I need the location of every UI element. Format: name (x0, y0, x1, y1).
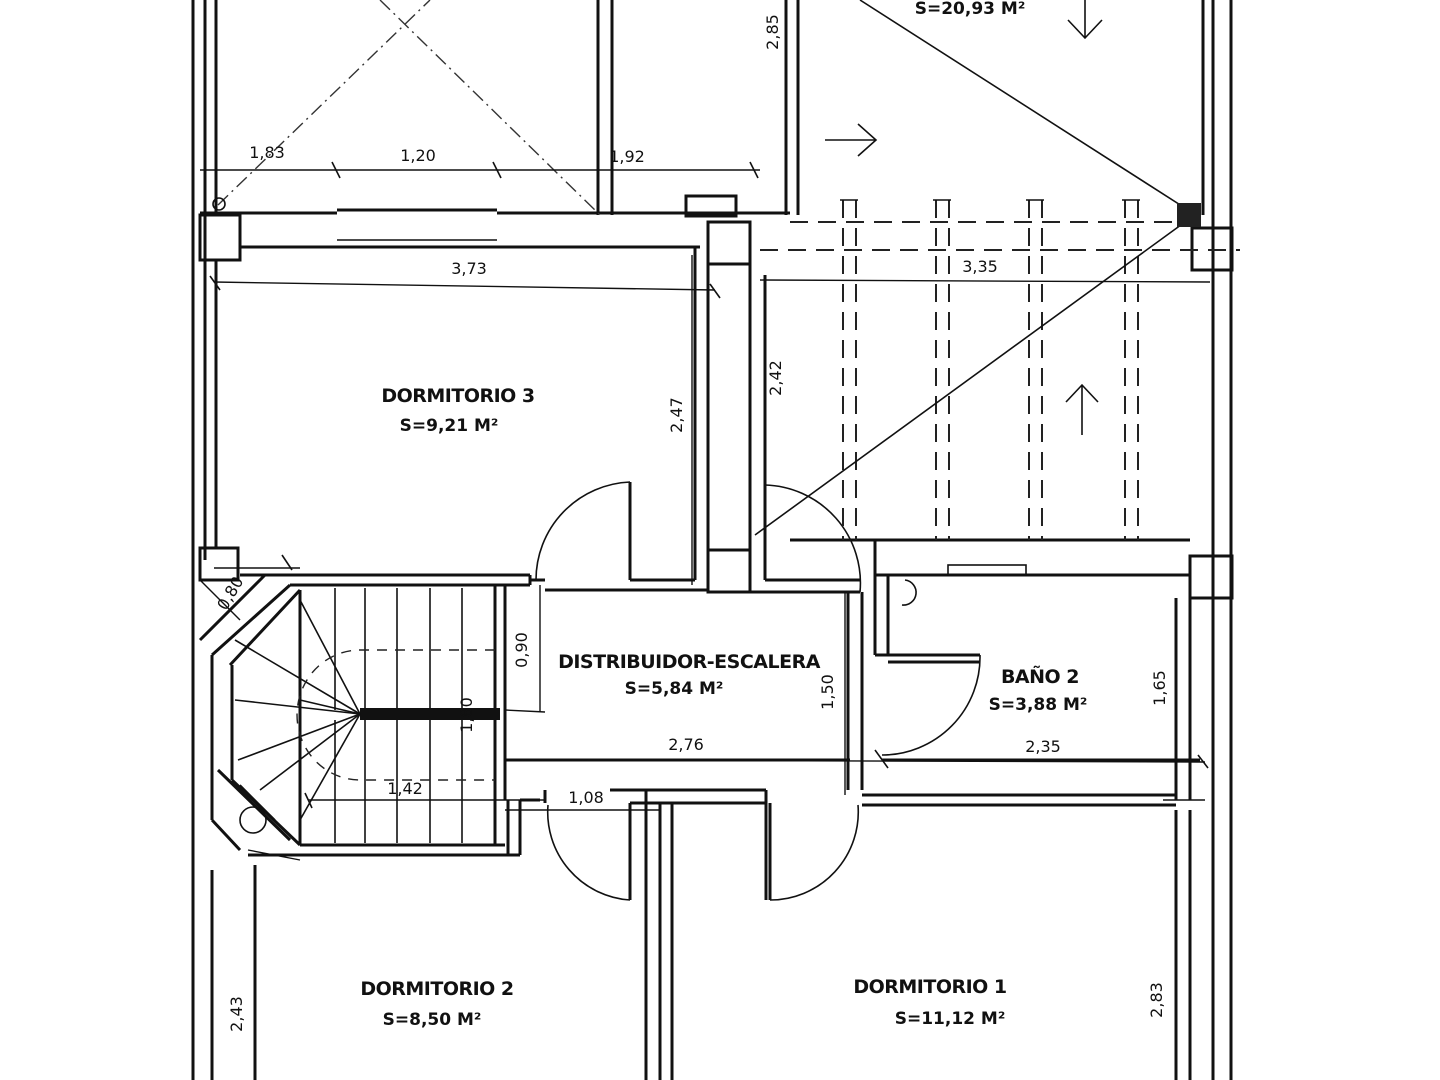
dim-0-90: 0,90 (512, 632, 531, 668)
bano2-name-label: BAÑO 2 (1001, 664, 1079, 688)
dormitorio3-name-label: DORMITORIO 3 (381, 385, 534, 407)
dim-1-08: 1,08 (568, 788, 604, 807)
dim-2-35: 2,35 (1025, 737, 1061, 756)
dim-1-20: 1,20 (400, 146, 436, 165)
dim-1-50: 1,50 (818, 674, 837, 710)
doors (535, 481, 981, 901)
dimension-lines (199, 161, 1209, 861)
dim-2-47: 2,47 (667, 397, 686, 433)
dormitorio1-area-label: S=11,12 M² (895, 1009, 1006, 1029)
dim-1-80: 1,80 (457, 697, 476, 733)
dim-2-42: 2,42 (766, 360, 785, 396)
bano2-area-label: S=3,88 M² (989, 695, 1088, 715)
dormitorio2-name-label: DORMITORIO 2 (360, 978, 513, 1000)
dormitorio2-area-label: S=8,50 M² (383, 1010, 482, 1030)
terrace-area-label: S=20,93 M² (915, 0, 1026, 19)
terrace-pergola (212, 0, 1240, 540)
dim-1-83: 1,83 (249, 143, 285, 162)
dim-2-43: 2,43 (227, 996, 246, 1032)
dim-3-35: 3,35 (962, 257, 998, 276)
dim-1-92: 1,92 (609, 147, 645, 166)
dim-1-42: 1,42 (387, 779, 423, 798)
dim-1-65: 1,65 (1150, 670, 1169, 706)
dim-3-73: 3,73 (451, 259, 487, 278)
dormitorio3-area-label: S=9,21 M² (400, 416, 499, 436)
walls (191, 0, 1234, 1080)
dim-2-76: 2,76 (668, 735, 704, 754)
dimension-labels: 1,83 1,20 1,92 2,85 3,73 3,35 2,47 2,42 … (213, 14, 1169, 1032)
room-labels: S=20,93 M² DORMITORIO 3 S=9,21 M² DISTRI… (360, 0, 1087, 1030)
dormitorio1-name-label: DORMITORIO 1 (853, 976, 1006, 998)
dim-2-85: 2,85 (763, 14, 782, 50)
dim-2-83: 2,83 (1147, 982, 1166, 1018)
distribuidor-area-label: S=5,84 M² (625, 679, 724, 699)
distribuidor-name-label: DISTRIBUIDOR-ESCALERA (558, 651, 821, 673)
